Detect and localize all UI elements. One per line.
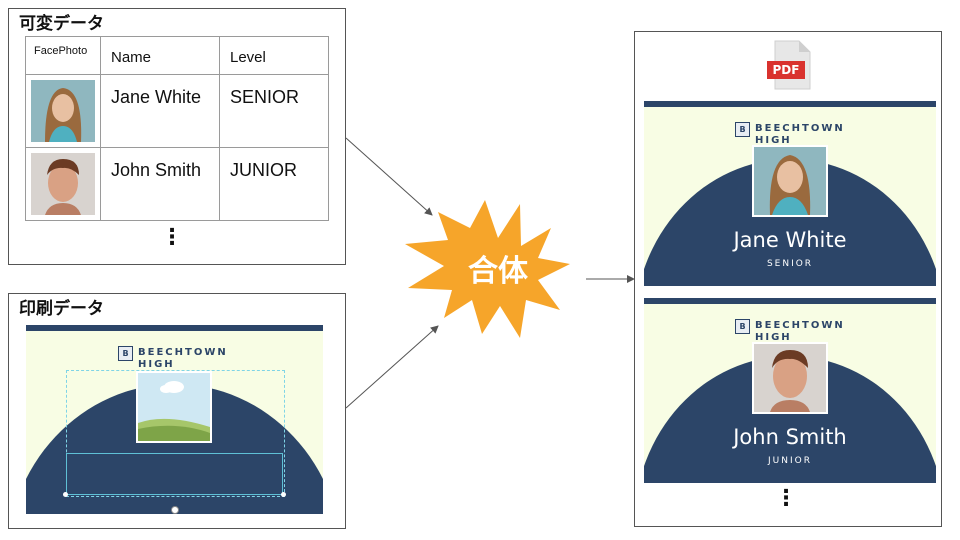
column-header-facephoto: FacePhoto [25,36,101,75]
badge-card: B BEECHTOWN HIGH Jane White SENIOR [644,107,936,286]
badge-logo-mark: B [735,122,750,137]
badge-top-stripe [644,101,936,107]
handle-dot[interactable] [63,492,68,497]
handle-dot[interactable] [281,492,286,497]
selection-frame[interactable] [66,370,285,497]
badge-logo-text: BEECHTOWN HIGH [755,123,845,146]
table-row: John Smith JUNIOR [25,147,329,221]
level-cell: JUNIOR [219,147,329,221]
badge-logo-text: BEECHTOWN HIGH [755,320,845,343]
merge-starburst-icon [405,200,570,338]
arrow-variable-to-merge [345,137,433,216]
photo-placeholder-icon[interactable] [136,371,212,443]
template-top-stripe [26,325,323,331]
template-background: B BEECHTOWN HIGH [26,331,323,514]
badge-photo-john [752,342,828,414]
output-continuation-dots: ⋮ [775,486,797,511]
merge-label: 合体 [468,254,528,289]
rotate-handle-icon[interactable] [171,506,179,514]
name-placeholder-box[interactable] [66,453,283,495]
badge-person-name: John Smith [733,425,847,449]
name-cell: John Smith [100,147,220,221]
output-panel: PDF B BEECHTOWN HIGH Jane White SENIOR B… [634,31,942,527]
template-logo-mark: B [118,346,133,361]
pdf-label: PDF [767,61,805,79]
name-cell: Jane White [100,74,220,148]
level-cell: SENIOR [219,74,329,148]
print-data-panel: 印刷データ B BEECHTOWN HIGH [8,293,346,529]
variable-data-title: 可変データ [19,14,104,34]
face-photo-cell [25,147,101,221]
badge-person-name: Jane White [733,228,847,252]
arrow-print-to-merge [345,325,439,409]
print-data-title: 印刷データ [19,299,104,319]
template-logo-text: BEECHTOWN HIGH [138,347,228,370]
badge-logo-mark: B [735,319,750,334]
badge-card: B BEECHTOWN HIGH John Smith JUNIOR [644,304,936,483]
face-photo-john [31,153,95,215]
table-row: Jane White SENIOR [25,74,329,148]
variable-data-panel: 可変データ FacePhoto Name Level Jane White SE… [8,8,346,265]
variable-data-table: FacePhoto Name Level Jane White SENIOR [25,36,329,221]
badge-photo-jane [752,145,828,217]
face-photo-jane [31,80,95,142]
column-header-level: Level [219,36,329,75]
badge-person-level: JUNIOR [768,456,812,466]
badge-top-stripe [644,298,936,304]
badge-person-level: SENIOR [766,259,814,269]
